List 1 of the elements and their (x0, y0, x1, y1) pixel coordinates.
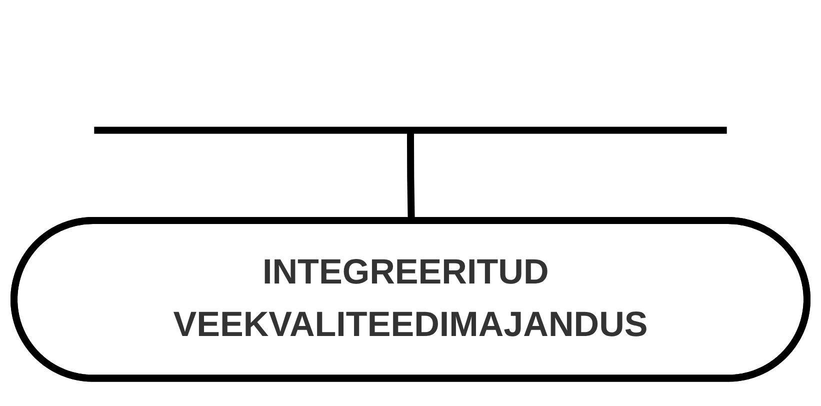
node-bar (94, 126, 727, 134)
